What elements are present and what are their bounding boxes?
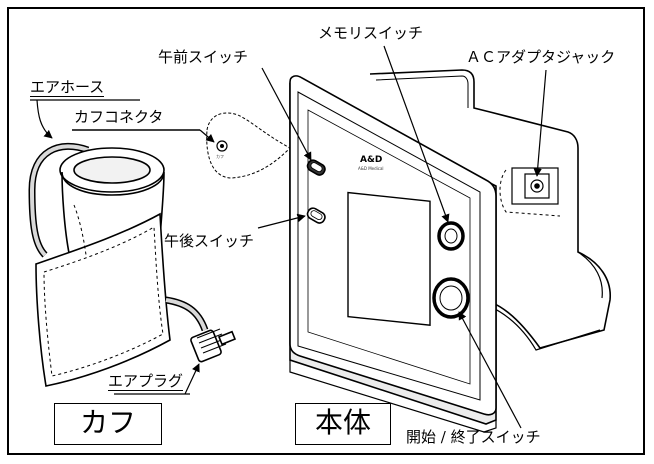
box-label-main-unit: 本体	[295, 403, 391, 445]
label-start-stop-switch: 開始 / 終了スイッチ	[406, 428, 541, 446]
cuff	[28, 142, 237, 387]
label-cuff-connector: カフコネクタ	[74, 108, 164, 126]
ac-adapter-jack	[499, 167, 561, 217]
label-air-hose: エアホース	[30, 78, 105, 97]
label-air-plug: エアプラグ	[108, 372, 184, 391]
label-ac-adapter-jack: ＡＣアダプタジャック	[466, 48, 616, 66]
brand-logo: A&D	[360, 155, 382, 165]
brand-subtext: A&D Medical	[358, 166, 384, 171]
main-unit: A&D A&D Medical	[289, 69, 611, 433]
diagram-frame	[7, 7, 645, 455]
label-pm-switch: 午後スイッチ	[164, 232, 255, 250]
cuff-flap	[35, 212, 171, 387]
air-plug	[190, 328, 237, 363]
box-label-cuff: カフ	[54, 403, 162, 445]
display-window	[347, 191, 431, 326]
connector-mark: カフ	[216, 154, 224, 159]
label-memory-switch: メモリスイッチ	[318, 24, 424, 42]
label-am-switch: 午前スイッチ	[158, 48, 249, 66]
leader-lines	[30, 45, 547, 429]
